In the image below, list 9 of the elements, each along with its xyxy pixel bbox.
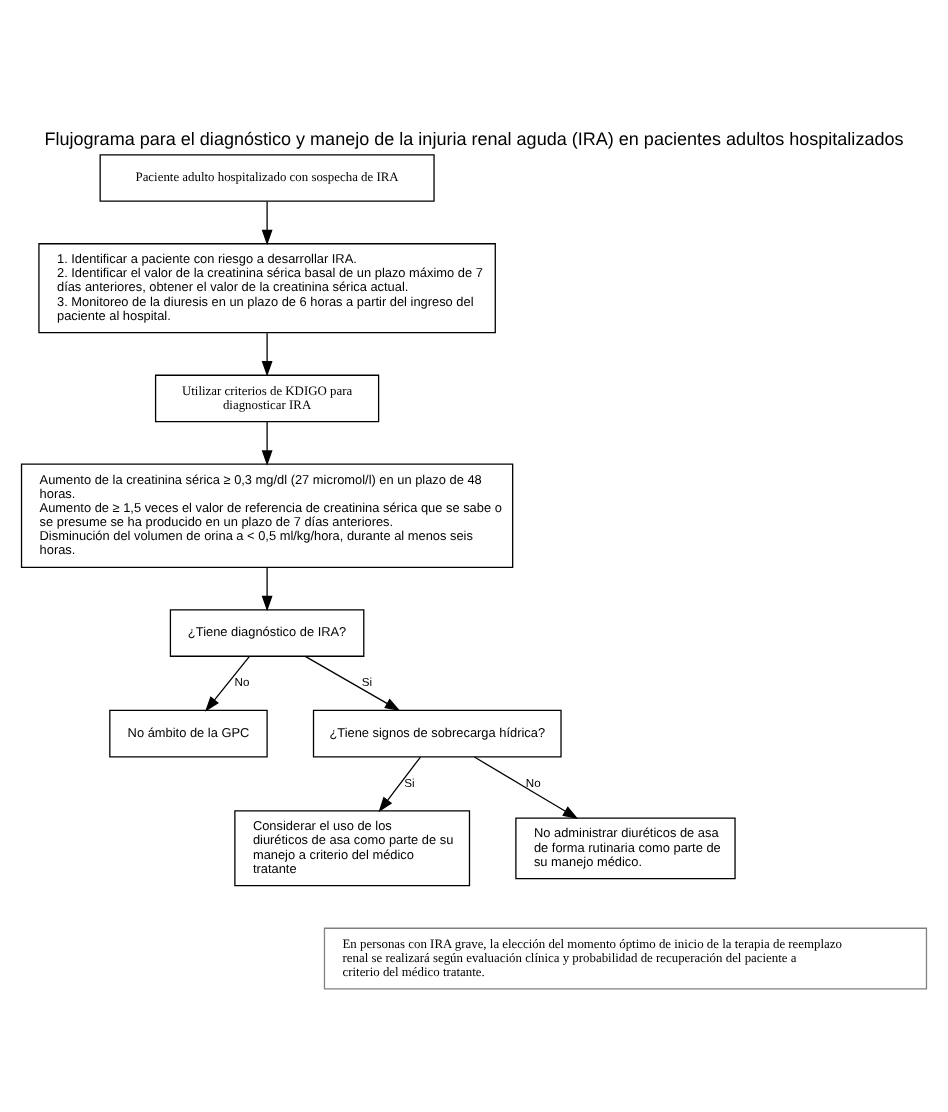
arrow xyxy=(261,199,273,245)
diagram-title: Flujograma para el diagnóstico y manejo de la injuria renal aguda (IRA) en pacientes adultos hospitalizados xyxy=(44,127,904,148)
arrow xyxy=(261,331,273,376)
arrow xyxy=(261,420,273,465)
arrow xyxy=(205,654,250,711)
arrow xyxy=(473,755,579,818)
arrow xyxy=(304,654,401,711)
arrow xyxy=(378,755,422,812)
arrow xyxy=(261,565,273,611)
